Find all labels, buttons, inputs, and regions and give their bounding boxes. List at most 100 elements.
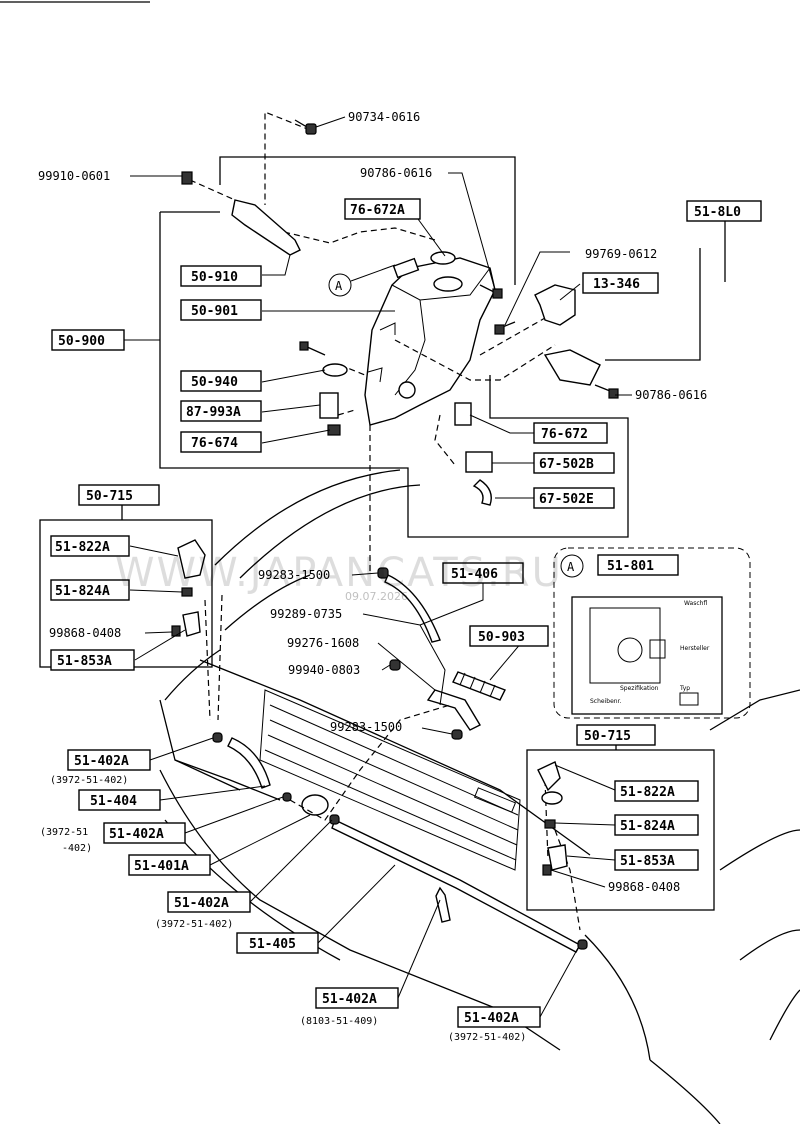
svg-text:50-903: 50-903	[478, 630, 525, 645]
svg-text:87-993A: 87-993A	[186, 405, 241, 420]
box-51-401a: 51-401A	[128, 854, 211, 876]
svg-text:51-853A: 51-853A	[620, 854, 675, 869]
label-99868-0408-right: 99868-0408	[608, 880, 680, 894]
hose-51-404	[227, 737, 271, 789]
box-51-853a-left: 51-853A	[50, 649, 135, 671]
ref-51-402a-3: (3972-51-402)	[155, 919, 233, 930]
svg-text:A: A	[335, 279, 343, 293]
screw-99868-left	[171, 625, 181, 637]
box-50-715-left: 50-715	[78, 484, 160, 506]
box-67-502b: 67-502B	[533, 452, 615, 474]
box-76-674: 76-674	[180, 431, 262, 453]
bolt-90786-top-icon	[479, 284, 503, 299]
svg-text:50-900: 50-900	[58, 334, 105, 349]
ref-51-402a-5: (3972-51-402)	[448, 1032, 526, 1043]
label-99289-0735: 99289-0735	[270, 607, 342, 621]
label-90734-0616: 90734-0616	[348, 110, 420, 124]
group-box-right-50-715	[526, 749, 715, 911]
ref-51-402a-1: (3972-51-402)	[50, 775, 128, 786]
label-99283-1500-top: 99283-1500	[258, 568, 330, 582]
box-51-402a-2: 51-402A	[103, 822, 186, 844]
label-99940-0803: 99940-0803	[288, 663, 360, 677]
callout-a-tank: A	[328, 264, 396, 297]
box-51-402a-4: 51-402A	[315, 987, 399, 1009]
decal-tank-icon	[649, 639, 666, 659]
decal-text-1: Waschfl	[684, 600, 707, 607]
svg-text:50-910: 50-910	[191, 270, 238, 285]
nut-99940	[389, 659, 401, 671]
bolt-90786-right-icon	[594, 384, 619, 399]
box-50-901: 50-901	[180, 299, 262, 321]
label-99910-0601: 99910-0601	[38, 169, 110, 183]
svg-text:50-901: 50-901	[191, 304, 238, 319]
label-99868-0408-left: 99868-0408	[49, 626, 121, 640]
box-51-402a-1: 51-402A	[67, 749, 151, 771]
dash-left-nozzle	[204, 599, 211, 721]
svg-text:51-824A: 51-824A	[55, 584, 110, 599]
packing-51-824a-right	[544, 819, 556, 829]
watermark-text: WWW.JAPANCATS.RU	[115, 550, 563, 596]
leader-lines	[116, 116, 632, 1018]
label-99769-0612: 99769-0612	[585, 247, 657, 261]
nozzle-51-822a-right	[537, 761, 561, 792]
screw-99868-right	[542, 864, 552, 876]
label-99283-1500-bot: 99283-1500	[330, 720, 402, 734]
svg-text:76-674: 76-674	[191, 436, 238, 451]
bolt-90734-icon	[294, 119, 317, 135]
svg-text:51-404: 51-404	[90, 794, 137, 809]
clamp-51-402a-2	[282, 792, 292, 802]
holder-51-853a-right	[547, 844, 568, 871]
watermark-date: 09.07.2026	[345, 590, 408, 603]
svg-text:51-406: 51-406	[451, 567, 498, 582]
box-51-402a-3: 51-402A	[167, 891, 251, 913]
box-50-903: 50-903	[469, 625, 549, 647]
box-51-822a-left: 51-822A	[50, 535, 130, 557]
svg-text:51-402A: 51-402A	[464, 1011, 519, 1026]
box-13-346: 13-346	[582, 272, 659, 294]
connector-67-502b	[465, 451, 493, 473]
box-51-853a-right: 51-853A	[614, 849, 699, 871]
svg-text:51-401A: 51-401A	[134, 859, 189, 874]
packing-ring-right	[541, 791, 563, 805]
box-51-8l0: 51-8L0	[686, 200, 762, 222]
label-90786-0616-top: 90786-0616	[360, 166, 432, 180]
box-87-993a: 87-993A	[180, 400, 262, 422]
box-51-824a-right: 51-824A	[614, 814, 699, 836]
decal-text-3: Spezifikation	[620, 685, 659, 692]
tank-group-outline	[159, 156, 629, 538]
box-50-910: 50-910	[180, 265, 262, 287]
svg-text:51-402A: 51-402A	[322, 992, 377, 1007]
washer-tank	[364, 251, 496, 426]
clamp-51-402a-5	[577, 939, 588, 950]
bracket-group-line	[605, 248, 701, 361]
tank-dashed-guides	[189, 111, 556, 575]
svg-text:51-402A: 51-402A	[174, 896, 229, 911]
box-76-672a: 76-672A	[344, 198, 421, 220]
box-50-940: 50-940	[180, 370, 262, 392]
box-76-672: 76-672	[533, 422, 608, 444]
decal-inset-box	[553, 547, 751, 719]
decal-text-2: Hersteller	[680, 645, 710, 652]
label-99276-1608: 99276-1608	[287, 636, 359, 650]
clip-99910-icon	[181, 171, 193, 185]
box-67-502e: 67-502E	[533, 487, 615, 509]
svg-text:51-801: 51-801	[607, 559, 654, 574]
clamp-51-402a-3	[329, 814, 340, 825]
nozzle-51-822a-left	[177, 539, 206, 579]
svg-text:51-822A: 51-822A	[620, 785, 675, 800]
box-51-402a-5: 51-402A	[457, 1006, 541, 1028]
callout-a-inset: A	[560, 554, 584, 578]
decal-pump-icon	[617, 637, 643, 663]
box-51-824a-left: 51-824A	[50, 579, 130, 601]
check-valve-51-401a	[301, 794, 329, 816]
dash-left-nozzle-2	[217, 594, 223, 721]
pump-87-993a	[319, 392, 339, 419]
svg-text:51-822A: 51-822A	[55, 540, 110, 555]
ref-51-402a-2a: (3972-51	[40, 827, 88, 838]
bracket-50-910	[231, 199, 301, 256]
svg-text:51-402A: 51-402A	[109, 827, 164, 842]
hose-51-405	[331, 819, 581, 953]
decal-plate	[571, 596, 723, 715]
ribbed-hose-50-903	[452, 671, 506, 701]
